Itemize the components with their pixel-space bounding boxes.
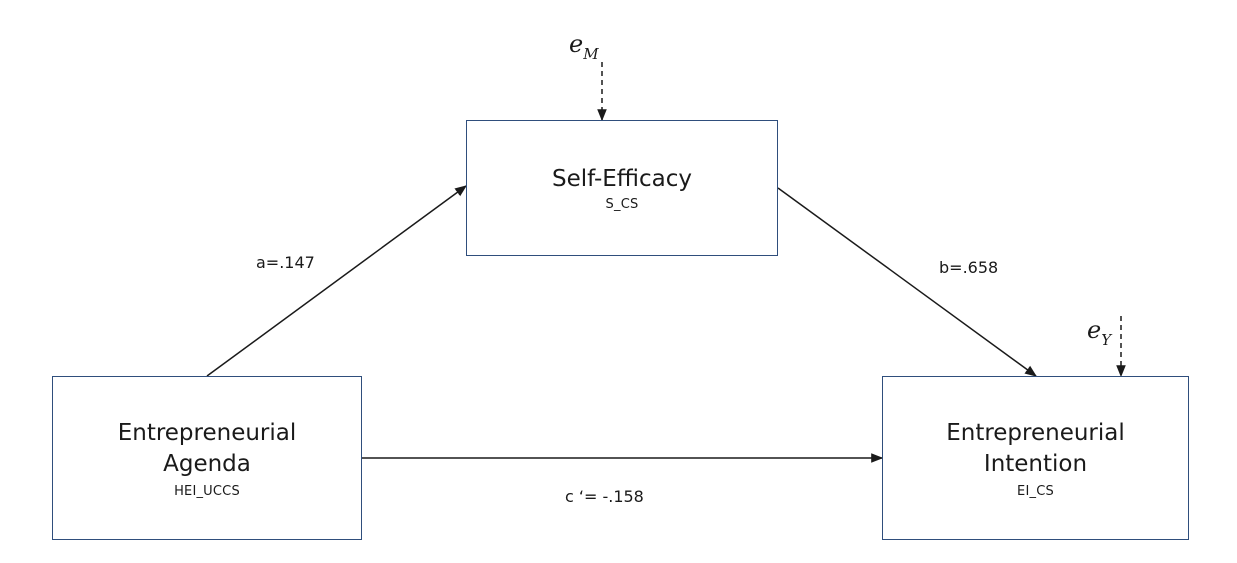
path-c-prime-label: c ‘= -.158 [565, 487, 644, 506]
outcome-box: Entrepreneurial Intention EI_CS [882, 376, 1189, 540]
predictor-box: Entrepreneurial Agenda HEI_UCCS [52, 376, 362, 540]
path-b-arrow [777, 187, 1037, 377]
outcome-title: Entrepreneurial Intention [946, 419, 1125, 477]
path-a-label: a=.147 [256, 253, 315, 272]
path-a-arrow [206, 185, 467, 377]
path-b-label: b=.658 [939, 258, 999, 277]
mediator-title: Self-Efficacy [551, 166, 693, 192]
error-m-symbol: e [569, 30, 584, 58]
outcome-code: EI_CS [1017, 483, 1054, 499]
predictor-code: HEI_UCCS [174, 483, 240, 499]
error-y-symbol: e [1087, 316, 1102, 344]
error-m-subscript: M [583, 45, 599, 63]
mediator-code: S_CS [605, 197, 639, 212]
error-term-mediator: eM [569, 30, 599, 63]
error-y-subscript: Y [1101, 331, 1112, 349]
predictor-title: Entrepreneurial Agenda [117, 419, 297, 477]
error-term-outcome: eY [1087, 316, 1111, 349]
mediator-box: Self-Efficacy S_CS [466, 120, 778, 256]
